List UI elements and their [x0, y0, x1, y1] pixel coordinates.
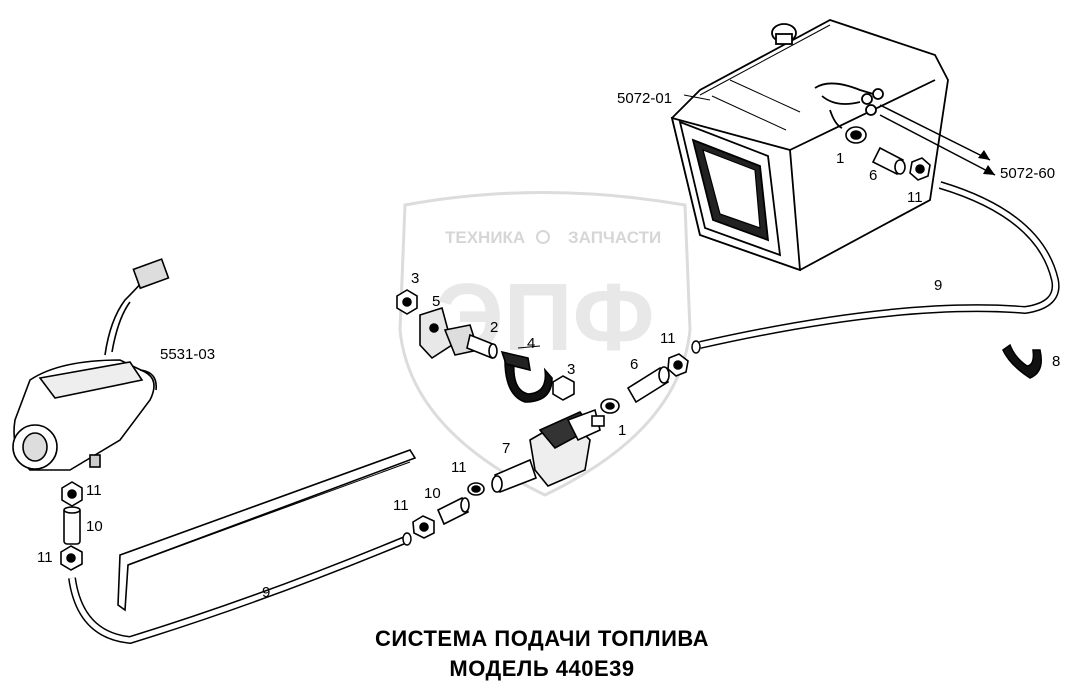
heater [12, 258, 170, 471]
labels: 5072-01 5072-60 5531-03 1 6 11 9 8 3 5 2… [37, 90, 1060, 601]
clamp-group [500, 350, 575, 403]
fuel-tank [670, 19, 949, 272]
mid-fittings [600, 353, 689, 414]
callout-11-heater-bot: 11 [37, 549, 53, 566]
callout-3-mid: 3 [567, 361, 575, 378]
callout-10-low: 10 [424, 485, 441, 502]
callout-11-tank: 11 [907, 189, 923, 206]
callout-5: 5 [432, 293, 440, 310]
callout-4: 4 [527, 335, 535, 352]
fuel-pump [491, 408, 605, 494]
diagram-title: СИСТЕМА ПОДАЧИ ТОПЛИВА [374, 626, 710, 651]
lower-fittings [412, 482, 485, 539]
watermark: ТЕХНИКА ЗАПЧАСТИ ЭПФ [398, 191, 692, 497]
heater-label: 5531-03 [160, 346, 215, 363]
callout-11-mid: 11 [660, 330, 676, 347]
callout-11-low: 11 [451, 459, 467, 476]
callout-11-low2: 11 [393, 497, 409, 514]
callout-1-mid: 1 [618, 422, 626, 439]
callout-10-heater: 10 [86, 518, 103, 535]
diagram-subtitle: МОДЕЛЬ 440E39 [449, 656, 635, 681]
heater-fittings [60, 481, 83, 571]
callout-8: 8 [1052, 353, 1060, 370]
watermark-logo: ЭПФ [435, 264, 654, 371]
watermark-text-right: ЗАПЧАСТИ [568, 228, 661, 247]
callout-9-right: 9 [934, 277, 942, 294]
callout-3-top: 3 [411, 270, 419, 287]
tank-fittings [845, 126, 931, 181]
tank-reference-label: 5072-60 [1000, 165, 1055, 182]
callout-11-heater-top: 11 [86, 482, 102, 499]
callout-2: 2 [490, 319, 498, 336]
bracket-group [396, 289, 498, 360]
callout-9-left: 9 [262, 584, 270, 601]
watermark-text-left: ТЕХНИКА [445, 228, 525, 247]
callout-1-tank: 1 [836, 150, 844, 167]
fuel-tank-label: 5072-01 [617, 90, 672, 107]
callout-7: 7 [502, 440, 510, 457]
leader-lines [517, 94, 711, 349]
callout-6-mid: 6 [630, 356, 638, 373]
callout-6-tank: 6 [869, 167, 877, 184]
gear-icon [536, 230, 550, 244]
